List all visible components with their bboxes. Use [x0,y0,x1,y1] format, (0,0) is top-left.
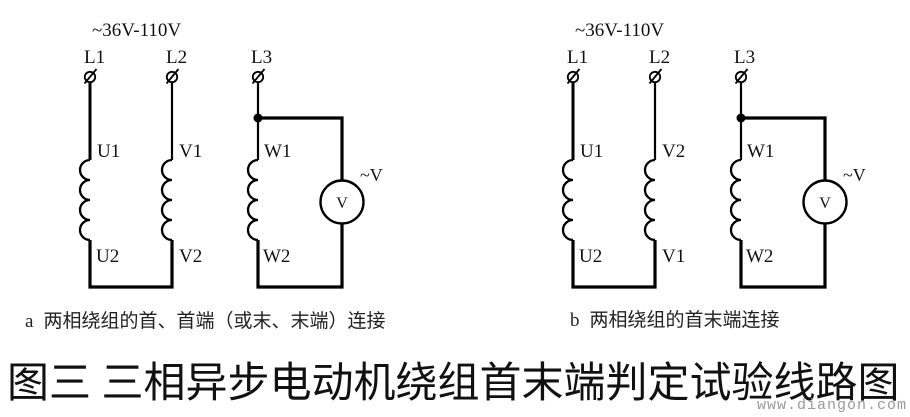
circuit-diagrams-svg: ~36V-110V L1 L2 L3 U1 V1 W1 U2 V2 W2 ~V … [78,20,866,289]
voltmeter-letter: V [336,195,348,212]
phase-label-l2: L2 [166,47,187,68]
caption-b-letter: b [570,310,580,331]
caption-a-letter: a [25,311,34,332]
phase-label-l1: L1 [84,47,105,68]
winding-bottom-label-1: U2 [579,246,602,267]
caption-b-text: 两相绕组的首末端连接 [589,310,780,331]
winding-top-label-1: U1 [97,141,120,162]
meter-annotation: ~V [843,165,866,185]
winding-bottom-label-3: W2 [746,246,773,267]
winding-bottom-label-2: V1 [662,246,685,267]
winding-bottom-label-3: W2 [263,246,290,267]
figure-title: 图三 三相异步电动机绕组首末端判定试验线路图 [7,361,900,407]
winding-bottom-label-1: U2 [96,246,119,267]
phase-label-l3: L3 [734,47,755,68]
phase-label-l1: L1 [567,47,588,68]
winding-top-label-3: W1 [264,141,291,162]
winding-top-label-2: V1 [179,141,202,162]
circuit-diagram-a: ~36V-110V L1 L2 L3 U1 V1 W1 U2 V2 W2 ~V … [78,20,383,289]
supply-voltage-label: ~36V-110V [92,20,181,41]
circuit-diagram-b: ~36V-110V L1 L2 L3 U1 V2 W1 U2 V1 W2 ~V … [561,20,866,289]
supply-voltage-label: ~36V-110V [575,20,664,41]
caption-a: a 两相绕组的首、首端（或末、末端）连接 [25,306,385,333]
phase-label-l3: L3 [251,47,272,68]
winding-top-label-2: V2 [662,141,685,162]
phase-label-l2: L2 [649,47,670,68]
watermark: www.diangon.com [756,397,907,414]
caption-b: b 两相绕组的首末端连接 [570,305,780,332]
voltmeter-letter: V [819,195,831,212]
caption-a-text: 两相绕组的首、首端（或末、末端）连接 [43,311,386,332]
winding-top-label-1: U1 [580,141,603,162]
winding-bottom-label-2: V2 [179,246,202,267]
meter-annotation: ~V [360,165,383,185]
winding-top-label-3: W1 [747,141,774,162]
